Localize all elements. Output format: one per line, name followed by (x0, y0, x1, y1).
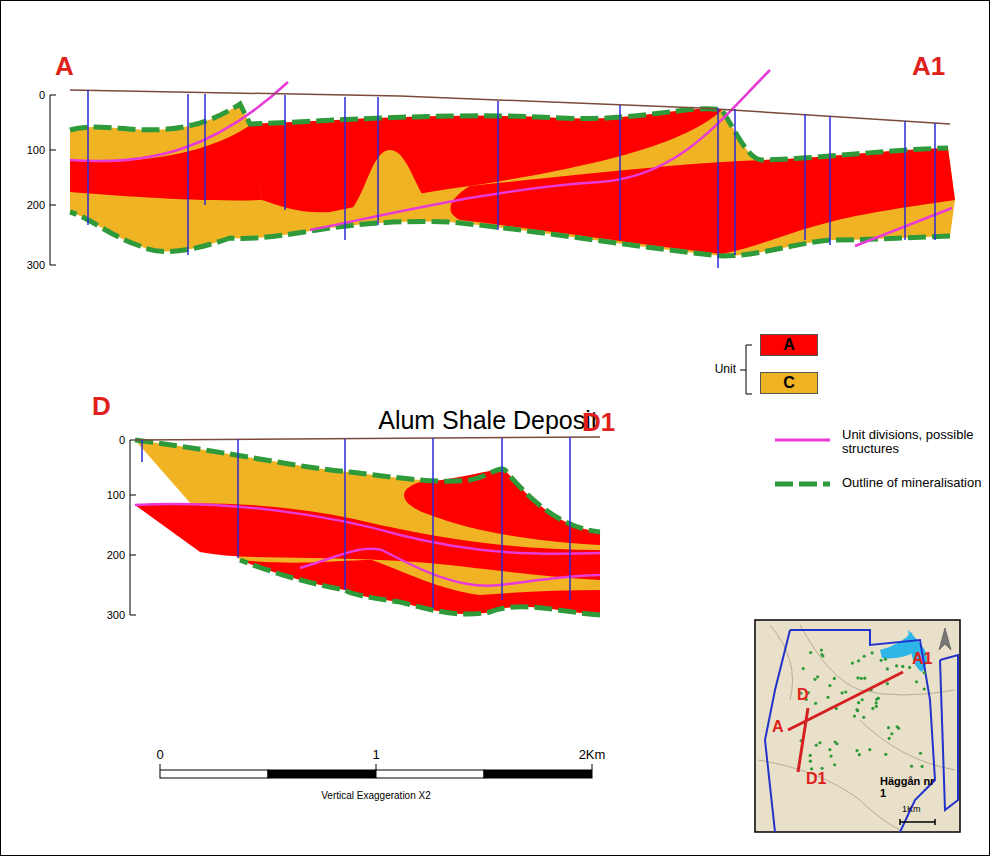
scale-number: 0 (156, 748, 163, 762)
depth-tick: 200 (27, 199, 45, 211)
depth-tick: 0 (39, 89, 45, 101)
legend-text: Unit divisions, possible structures (842, 428, 982, 457)
depth-tick: 200 (107, 549, 125, 561)
legend-marks (740, 345, 830, 484)
map-scale: 1Km (902, 805, 921, 815)
legend-text: C (783, 374, 795, 392)
diagram-title: Alum Shale Deposit (378, 407, 598, 435)
section-end-label: A (55, 52, 74, 81)
section-d (130, 437, 600, 615)
licence-name: Häggån nr 1 (880, 775, 940, 799)
map-section-label: A1 (912, 650, 932, 668)
scale-note: Vertical Exaggeration X2 (321, 790, 431, 801)
legend-text: Outline of mineralisation (842, 476, 982, 490)
scale-number: 1 (372, 748, 379, 762)
map-section-label: D (797, 686, 809, 704)
section-end-label: D (92, 392, 111, 421)
section-a (50, 70, 955, 268)
depth-tick: 100 (107, 489, 125, 501)
legend-heading: Unit (715, 363, 736, 376)
depth-tick: 300 (27, 259, 45, 271)
section-end-label: A1 (912, 52, 945, 81)
depth-tick: 300 (107, 609, 125, 621)
legend-swatch: C (760, 372, 818, 394)
section-end-label: D1 (582, 408, 615, 437)
depth-tick: 0 (119, 434, 125, 446)
map-section-label: A (772, 718, 784, 736)
legend-text: A (783, 336, 795, 354)
depth-tick: 100 (27, 144, 45, 156)
scale-bar (160, 764, 592, 778)
legend-swatch: A (760, 334, 818, 356)
scale-number: 2Km (579, 748, 606, 762)
inset-map (755, 620, 960, 832)
map-section-label: D1 (806, 770, 826, 788)
